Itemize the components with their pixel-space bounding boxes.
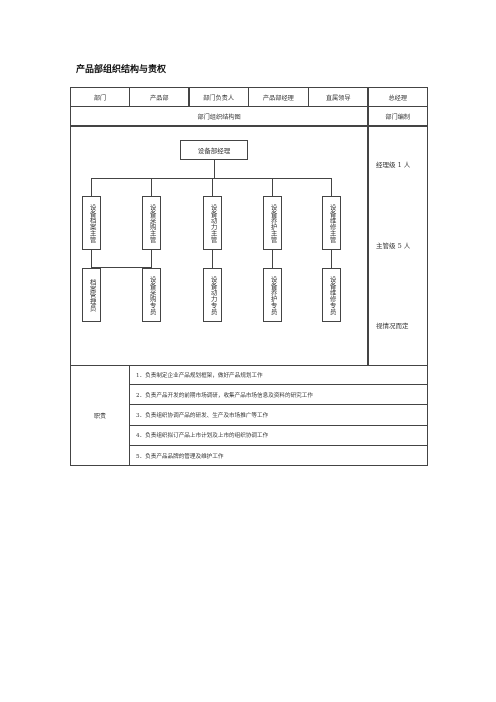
connector-staff-5 bbox=[331, 250, 332, 268]
connector-staff-4 bbox=[272, 250, 273, 268]
connector-manager-2 bbox=[151, 178, 152, 196]
header-cell-head-value: 产品部经理 bbox=[247, 87, 309, 107]
org-manager-archive: 设备档案主管 bbox=[82, 196, 101, 250]
org-staff-power: 设备动力专员 bbox=[203, 268, 222, 322]
duty-item-1: 1．负责制定企业产品规划框架，做好产品规划工作 bbox=[130, 365, 428, 386]
connector-manager-4 bbox=[272, 178, 273, 196]
connector-staff-link bbox=[91, 267, 151, 269]
staffing-supervisor-level: 主管级 5 人 bbox=[376, 242, 411, 250]
org-manager-power: 设备动力主管 bbox=[203, 196, 222, 250]
org-manager-repair: 设备维修主管 bbox=[322, 196, 341, 250]
org-staff-procurement: 设备采购专员 bbox=[142, 268, 161, 322]
header-cell-superior-label: 直属领导 bbox=[308, 87, 369, 107]
staffing-other: 视情况而定 bbox=[376, 322, 409, 330]
connector-manager-1 bbox=[91, 178, 92, 196]
header-cell-department-value: 产品部 bbox=[129, 87, 190, 107]
duty-item-4: 4．负责组织拟订产品上市计划及上市的组织协调工作 bbox=[130, 426, 428, 446]
duty-item-5: 5．负责产品品牌的管理及维护工作 bbox=[136, 453, 224, 460]
connector-manager-3 bbox=[212, 178, 213, 196]
org-root-manager: 设备部经理 bbox=[180, 140, 248, 160]
staffing-manager-level: 经理级 1 人 bbox=[376, 161, 411, 169]
org-manager-procurement: 设备采购主管 bbox=[142, 196, 161, 250]
duties-area bbox=[129, 365, 428, 466]
duty-item-2: 2．负责产品开发的前期市场调研，收集产品市场信息及资料的研究工作 bbox=[130, 385, 428, 406]
connector-staff-1 bbox=[91, 250, 92, 268]
org-manager-maintenance: 设备养护主管 bbox=[263, 196, 282, 250]
header-cell-department-label: 部门 bbox=[70, 87, 130, 107]
connector-root bbox=[214, 160, 215, 178]
header-cell-superior-value: 总经理 bbox=[367, 87, 428, 107]
connector-managers-bar bbox=[91, 178, 331, 179]
org-staff-archive: 档案管理员 bbox=[82, 268, 101, 322]
connector-manager-5 bbox=[331, 178, 332, 196]
connector-staff-2 bbox=[151, 250, 152, 268]
org-staff-maintenance: 设备养护专员 bbox=[263, 268, 282, 322]
page-title: 产品部组织结构与责权 bbox=[76, 65, 167, 75]
org-chart-heading: 部门组织结构图 bbox=[70, 106, 369, 127]
duty-item-3: 3．负责组织协调产品的研发、生产及市场推广等工作 bbox=[130, 405, 428, 426]
responsibility-table: 部门 产品部 部门负责人 产品部经理 直属领导 总经理 部门组织结构图 部门编制… bbox=[70, 87, 428, 466]
connector-staff-3 bbox=[212, 250, 213, 268]
org-staff-repair: 设备维修专员 bbox=[322, 268, 341, 322]
duties-label: 职责 bbox=[70, 365, 130, 466]
header-cell-head-label: 部门负责人 bbox=[188, 87, 249, 107]
staffing-heading: 部门编制 bbox=[367, 106, 428, 127]
